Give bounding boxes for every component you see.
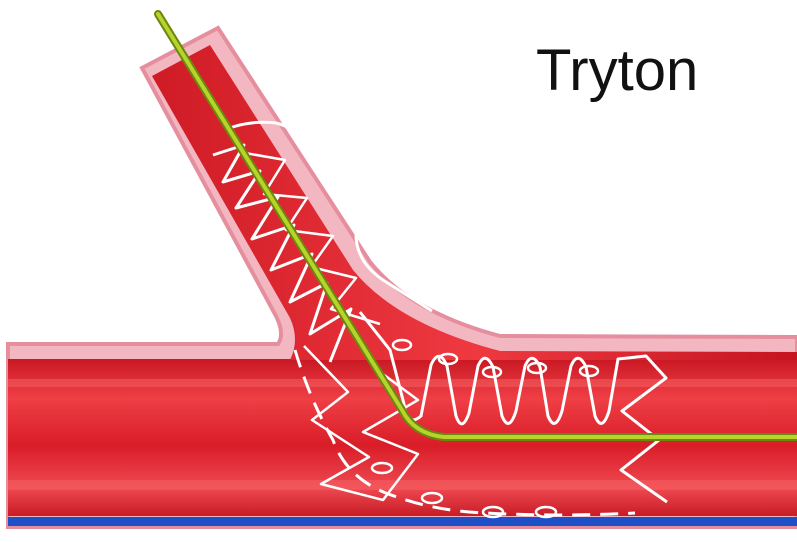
diagram-title: Tryton [536, 42, 698, 100]
bottom-blue-line [8, 517, 797, 526]
